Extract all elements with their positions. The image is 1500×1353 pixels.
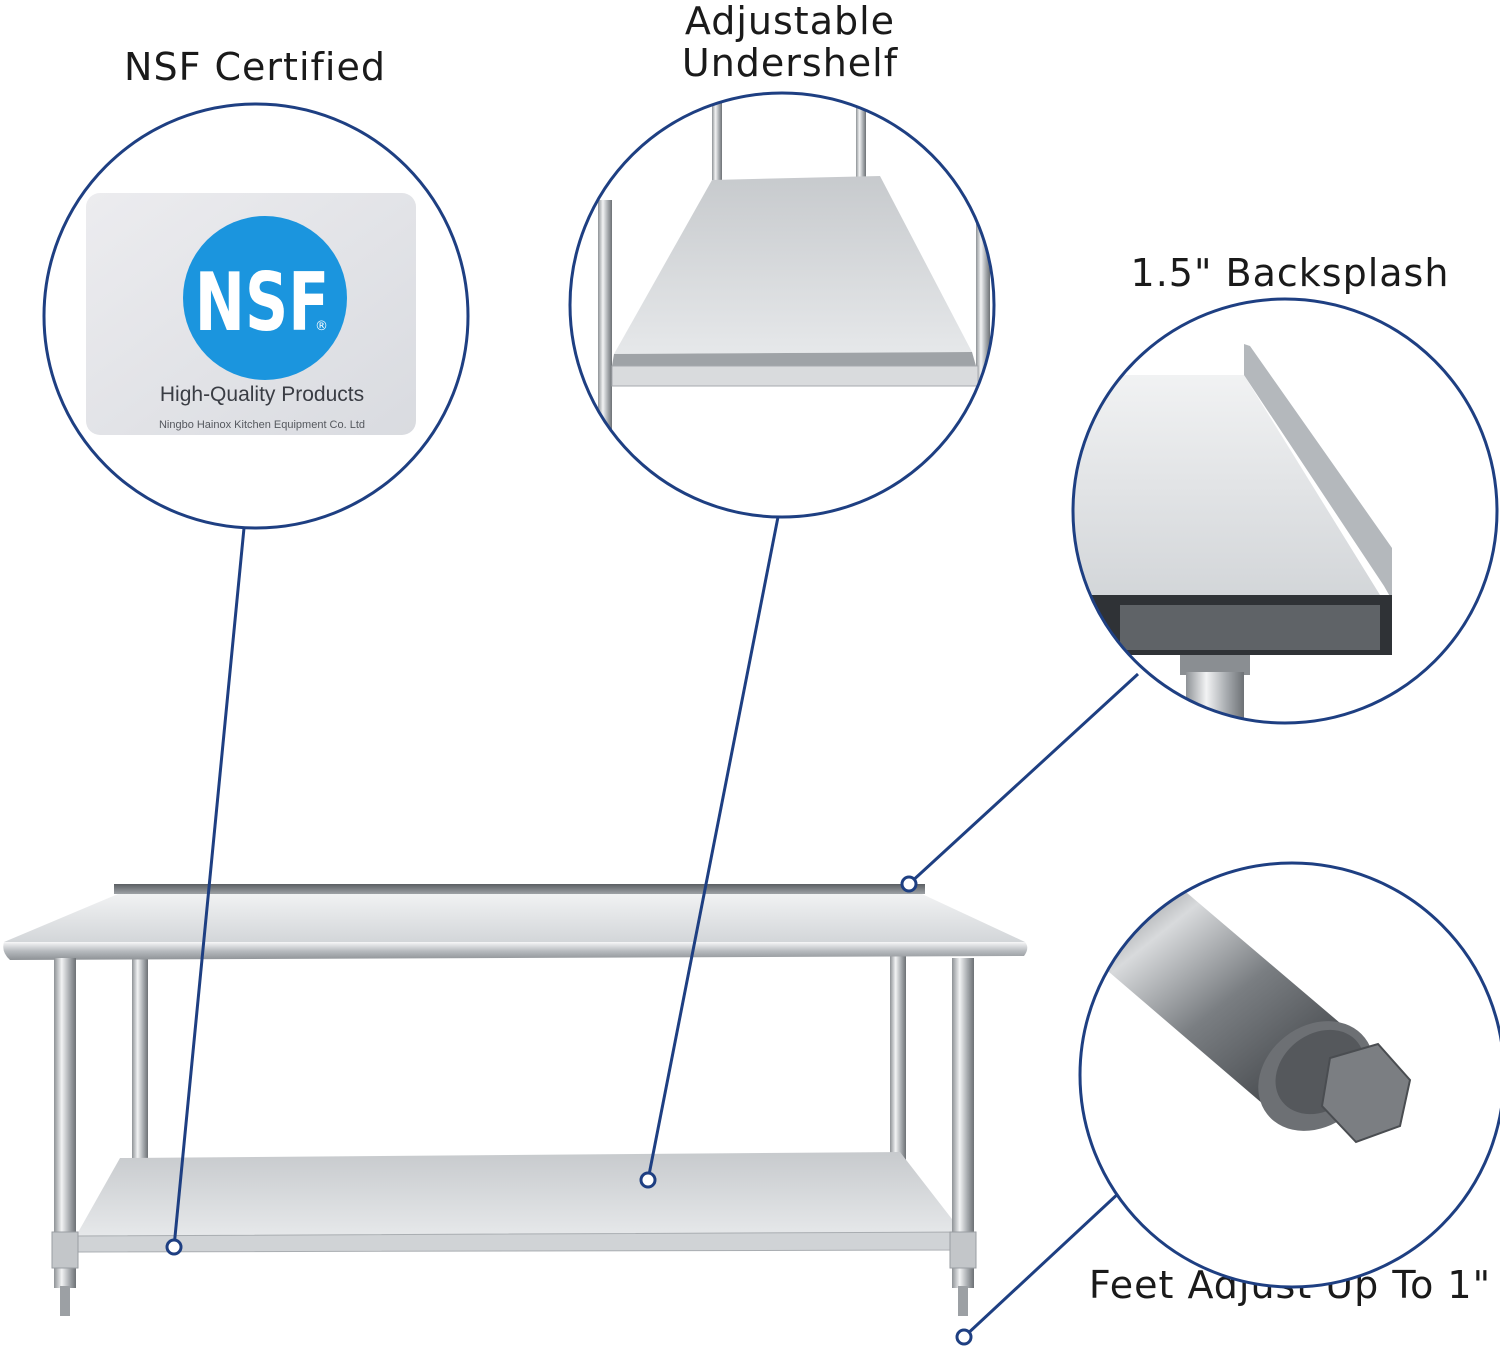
nsf-tagline: High-Quality Products (160, 383, 364, 406)
front-left-foot (51, 1231, 79, 1269)
front-right-leg (952, 958, 974, 1288)
nsf-registered-mark: ® (315, 319, 328, 334)
zoom-backsplash-top (1073, 375, 1380, 595)
back-right-leg (890, 955, 906, 1165)
leader-lines (172, 516, 1140, 1339)
anchor-dot-undershelf (639, 1171, 657, 1189)
anchor-dot-nsf (165, 1238, 183, 1256)
front-left-bullet-foot (60, 1286, 70, 1316)
caption-adjustable-undershelf: Adjustable Undershelf (620, 0, 960, 84)
work-table (3, 884, 1028, 1316)
anchor-dot-feet (955, 1328, 973, 1346)
leader-dots (165, 875, 973, 1346)
leader-line-feet (962, 1176, 1137, 1339)
callout-ring-backsplash (1071, 297, 1499, 725)
zoom-undershelf-surface (614, 176, 972, 354)
front-left-leg (54, 958, 76, 1288)
back-left-leg (132, 955, 148, 1165)
caption-backsplash: 1.5" Backsplash (1130, 251, 1450, 295)
table-top-surface (4, 894, 1025, 942)
callout-ring-undershelf (568, 91, 996, 519)
table-backsplash (114, 884, 925, 894)
callout-backsplash (1071, 297, 1499, 725)
nsf-logo-text: NSF (195, 255, 329, 349)
callout-feet (1078, 861, 1500, 1289)
leader-line-undershelf (646, 516, 780, 1181)
leader-line-backsplash (907, 672, 1140, 886)
leader-line-nsf (172, 527, 246, 1248)
nsf-logo-circle (183, 216, 347, 380)
front-right-foot (949, 1231, 977, 1269)
table-front-edge (3, 942, 1028, 960)
callout-ring-feet (1078, 861, 1500, 1289)
zoom-backsplash-wall (1244, 344, 1392, 600)
caption-nsf-certified: NSF Certified (124, 45, 386, 89)
callout-nsf: NSF ® High-Quality Products Ningbo Haino… (42, 102, 470, 530)
zoom-foot-hex (1320, 1042, 1412, 1144)
nsf-company: Ningbo Hainox Kitchen Equipment Co. Ltd (159, 419, 365, 431)
callout-undershelf (568, 91, 996, 519)
caption-line-1: Adjustable (684, 0, 896, 43)
undershelf-front-lip (75, 1231, 963, 1253)
table-undershelf (76, 1152, 962, 1236)
front-right-bullet-foot (958, 1286, 968, 1316)
anchor-dot-backsplash (900, 875, 918, 893)
callout-ring-nsf (42, 102, 470, 530)
caption-line-2: Undershelf (681, 41, 899, 85)
